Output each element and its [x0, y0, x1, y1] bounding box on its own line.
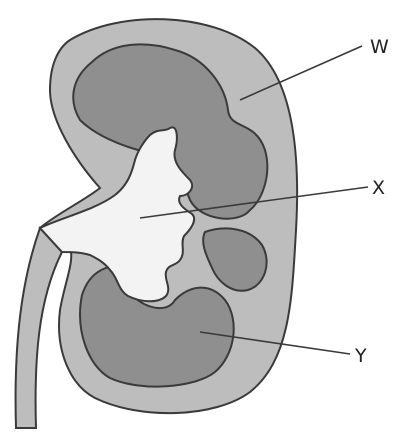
ureter: [16, 228, 62, 428]
label-y: Y: [354, 345, 367, 367]
label-x: X: [372, 177, 385, 199]
label-w: W: [370, 36, 389, 58]
